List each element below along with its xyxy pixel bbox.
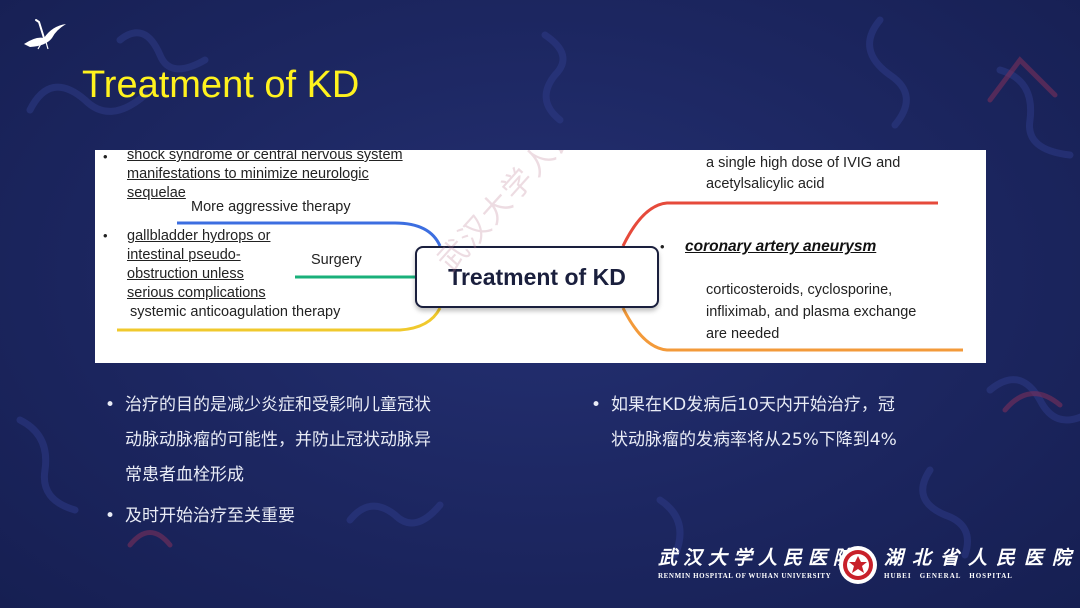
- hospital-emblem-icon: [839, 546, 877, 584]
- bullet-marker: •: [103, 228, 108, 243]
- bullet-line: 状动脉瘤的发病率将从25%下降到4%: [611, 430, 897, 450]
- right-top-line-2: acetylsalicylic acid: [706, 176, 825, 192]
- hospital-2-name-cn: 湖北省人民医院: [884, 547, 1080, 569]
- bullet-line: 动脉动脉瘤的可能性，并防止冠状动脉异: [125, 430, 431, 450]
- right-bottom-line-2: infliximab, and plasma exchange: [706, 304, 917, 320]
- hospital-1-name-cn: 武汉大学人民医院: [658, 547, 859, 569]
- branch-label-aggressive: More aggressive therapy: [191, 199, 351, 215]
- left-mid-note-line-3: obstruction unless: [127, 266, 244, 282]
- center-node: Treatment of KD: [415, 246, 659, 308]
- bullet-item: 如果在KD发病后10天内开始治疗，冠 状动脉瘤的发病率将从25%下降到4%: [586, 388, 966, 458]
- mind-map-branches: [117, 201, 963, 352]
- bullet-marker: •: [660, 239, 665, 254]
- left-mid-note-line-2: intestinal pseudo-: [127, 247, 241, 263]
- left-mid-note-line-1: gallbladder hydrops or: [127, 228, 271, 244]
- hospital-2-name-en: HUBEI GENERAL HOSPITAL: [884, 572, 1013, 580]
- bullet-list-right: 如果在KD发病后10天内开始治疗，冠 状动脉瘤的发病率将从25%下降到4%: [586, 388, 966, 458]
- branch-line-blue: [177, 221, 442, 247]
- branch-label-surgery: Surgery: [311, 252, 362, 268]
- hospital-1-logo: 武汉大学人民医院 RENMIN HOSPITAL OF WUHAN UNIVER…: [658, 546, 858, 582]
- right-top-line-1: a single high dose of IVIG and: [706, 155, 901, 171]
- mind-map: • shock syndrome or central nervous syst…: [95, 150, 986, 363]
- bullet-item: 及时开始治疗至关重要: [100, 499, 510, 534]
- left-mid-note-line-4: serious complications: [127, 285, 266, 301]
- branch-line-red: [621, 201, 938, 247]
- right-bottom-line-1: corticosteroids, cyclosporine,: [706, 282, 893, 298]
- right-bottom-line-3: are needed: [706, 326, 780, 342]
- slide-title: Treatment of KD: [82, 64, 360, 106]
- left-top-note-line-3: sequelae: [127, 185, 186, 201]
- branch-line-yellow: [117, 307, 442, 332]
- crane-bird-icon: [24, 19, 66, 50]
- hospital-2-logo: 湖北省人民医院 HUBEI GENERAL HOSPITAL: [884, 546, 1080, 582]
- bullet-line: 治疗的目的是减少炎症和受影响儿童冠状: [125, 395, 431, 415]
- bullet-item: 治疗的目的是减少炎症和受影响儿童冠状 动脉动脉瘤的可能性，并防止冠状动脉异 常患…: [100, 388, 510, 493]
- bullet-marker: •: [103, 150, 108, 164]
- right-mid-label: coronary artery aneurysm: [685, 238, 877, 255]
- left-top-note-line-2: manifestations to minimize neurologic: [127, 166, 369, 182]
- bullet-line: 如果在KD发病后10天内开始治疗，冠: [611, 395, 895, 415]
- bullet-line: 常患者血栓形成: [125, 465, 244, 485]
- bullet-list-left: 治疗的目的是减少炎症和受影响儿童冠状 动脉动脉瘤的可能性，并防止冠状动脉异 常患…: [100, 388, 510, 534]
- hospital-1-name-en: RENMIN HOSPITAL OF WUHAN UNIVERSITY: [658, 572, 832, 580]
- branch-label-anticoagulation: systemic anticoagulation therapy: [130, 304, 341, 320]
- bullet-line: 及时开始治疗至关重要: [125, 506, 295, 526]
- branch-line-orange: [621, 307, 963, 352]
- left-top-note-line-1: shock syndrome or central nervous system: [127, 150, 403, 163]
